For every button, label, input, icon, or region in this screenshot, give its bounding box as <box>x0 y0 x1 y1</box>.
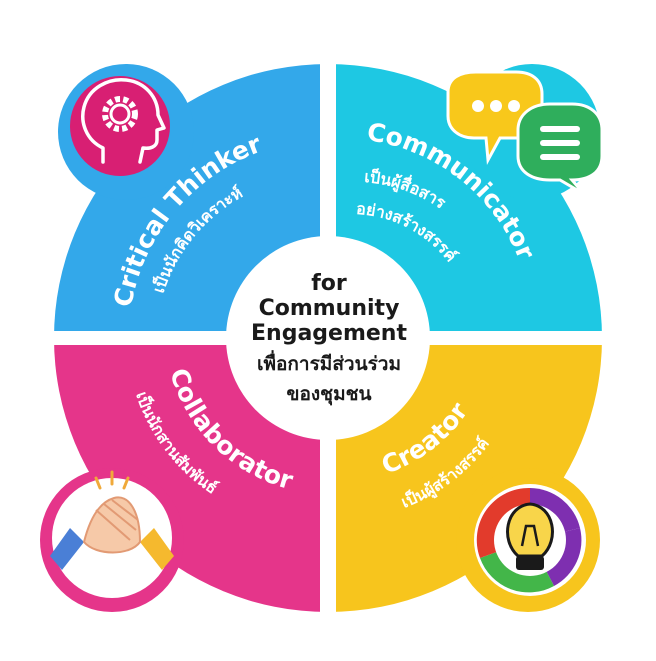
chat-bubbles-icon <box>446 70 604 196</box>
handshake-icon <box>50 470 174 598</box>
center-circle <box>226 236 430 440</box>
lightbulb-icon <box>474 484 586 596</box>
head-gear-icon <box>70 76 170 176</box>
